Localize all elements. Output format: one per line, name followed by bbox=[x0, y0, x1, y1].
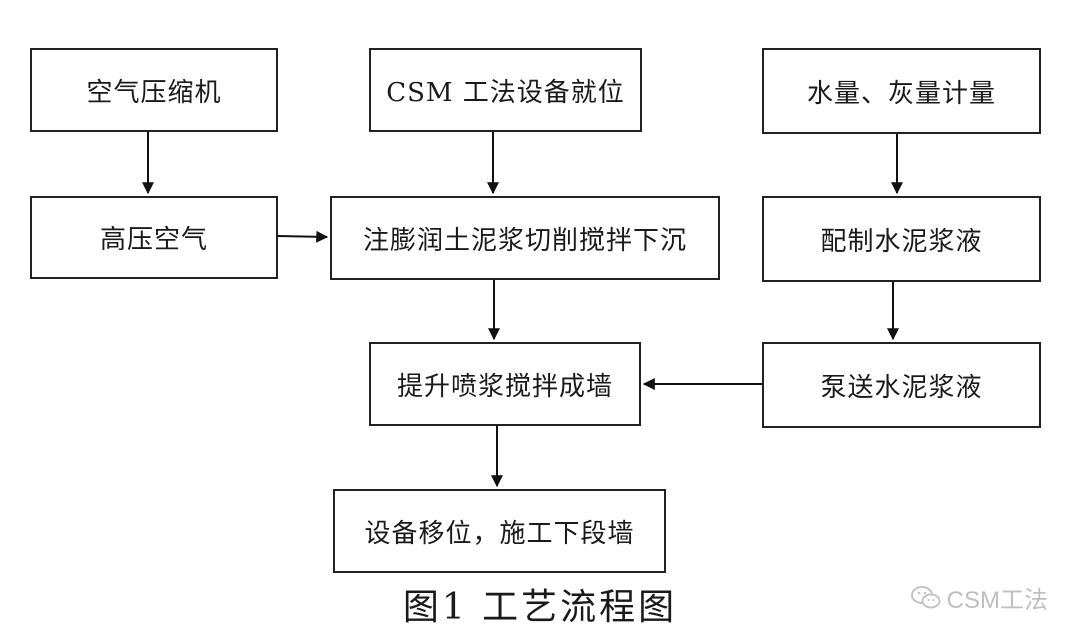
figure-caption: 图1 工艺流程图 bbox=[402, 587, 678, 628]
node-label: 空气压缩机 bbox=[86, 77, 222, 108]
node-label: 水量、灰量计量 bbox=[806, 78, 996, 109]
arrow-air-to-sink bbox=[277, 230, 329, 243]
node-csm-setup: CSM 工法设备就位 bbox=[369, 48, 642, 132]
node-air-compressor: 空气压缩机 bbox=[30, 48, 278, 132]
node-label: CSM 工法设备就位 bbox=[386, 77, 625, 108]
node-lift-spray-mix-wall: 提升喷浆搅拌成墙 bbox=[369, 342, 641, 426]
node-label: 泵送水泥浆液 bbox=[820, 372, 983, 403]
node-move-next-wall: 设备移位，施工下段墙 bbox=[333, 489, 666, 573]
node-water-ash-metering: 水量、灰量计量 bbox=[762, 48, 1041, 134]
node-high-pressure-air: 高压空气 bbox=[30, 196, 278, 279]
watermark: CSM工法 bbox=[910, 580, 1048, 615]
wechat-icon bbox=[910, 585, 941, 608]
node-inject-cut-mix-sink: 注膨润土泥浆切削搅拌下沉 bbox=[330, 196, 720, 280]
node-prepare-slurry: 配制水泥浆液 bbox=[762, 196, 1041, 282]
node-label: 配制水泥浆液 bbox=[820, 226, 983, 257]
watermark-text: CSM工法 bbox=[946, 587, 1048, 614]
node-label: 提升喷浆搅拌成墙 bbox=[396, 371, 613, 402]
node-label: 注膨润土泥浆切削搅拌下沉 bbox=[362, 225, 687, 256]
node-label: 设备移位，施工下段墙 bbox=[364, 518, 635, 549]
node-label: 高压空气 bbox=[99, 225, 208, 255]
node-pump-slurry: 泵送水泥浆液 bbox=[762, 342, 1041, 428]
